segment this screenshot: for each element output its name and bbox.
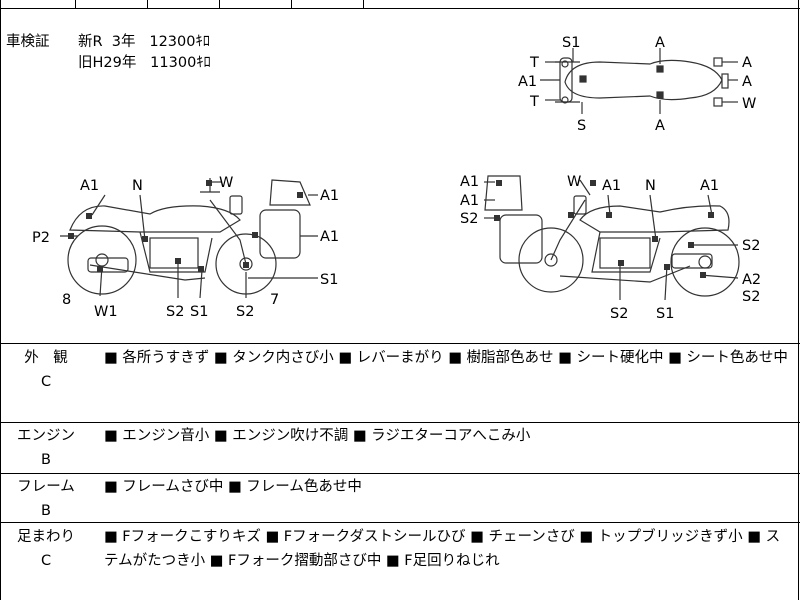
diagram-label: A1 [320,188,339,204]
diagram-label: S2 [742,289,760,305]
diagram-label: A1 [80,178,99,194]
diagram-label: A2 [742,272,761,288]
header-cell-divider [219,0,220,8]
diagram-label: P2 [32,230,50,246]
motorcycle-top-view [540,48,738,114]
diagram-label: S1 [562,35,580,51]
registration-old-mileage: 旧H29年 11300ｷﾛ [78,55,211,71]
diagram-label: A1 [460,193,479,209]
diagram-label: A1 [518,74,537,90]
section-grade: B [41,452,51,468]
registration-info: 車検証 新R 3年 12300ｷﾛ 旧H29年 11300ｷﾛ [6,32,211,137]
section-category: フレーム [17,479,75,495]
registration-label: 車検証 [6,34,50,50]
header-table-edge [0,0,800,9]
section-grade: C [40,553,52,569]
diagram-label: T [529,55,539,71]
section-items: ■ 各所うすきず ■ タンク内さび小 ■ レバーまがり ■ 樹脂部色あせ ■ シ… [104,350,788,366]
registration-new-mileage: 新R 3年 12300ｷﾛ [78,34,210,50]
diagram-label: S [577,118,586,134]
diagram-label: S2 [236,304,254,320]
motorcycle-right-view [484,175,740,301]
section-divider [0,522,800,523]
section-category: 足まわり [17,529,75,545]
diagram-label: N [132,178,143,194]
diagram-label: A [742,74,752,90]
section-items: ■ Fフォークこすりキズ ■ Fフォークダストシールひび ■ チェーンさび ■ … [104,529,781,569]
section-grade: B [41,503,51,519]
diagram-label: A [655,35,665,51]
diagram-label: S1 [656,306,674,322]
diagram-label: T [529,94,539,110]
diagram-label: S1 [190,304,208,320]
diagram-label: 8 [62,292,71,308]
diagram-label: S2 [460,211,478,227]
diagram-label: W [742,96,756,112]
diagram-label: 7 [270,292,279,308]
diagram-label: A1 [460,174,479,190]
section-items: ■ フレームさび中 ■ フレーム色あせ中 [104,479,362,495]
section-items: ■ エンジン音小 ■ エンジン吹け不調 ■ ラジエターコアへこみ小 [104,428,531,444]
section-category: 外 観 [24,350,68,366]
diagram-label: A1 [700,178,719,194]
diagram-label: N [645,178,656,194]
motorcycle-left-view [60,178,318,299]
diagram-label: W1 [94,304,118,320]
section-divider [0,473,800,474]
header-cell-divider [291,0,292,8]
diagram-label: A [742,55,752,71]
diagram-label: W [219,175,233,191]
section-divider [0,422,800,423]
section-divider [0,343,800,344]
header-cell-divider [75,0,76,8]
diagram-label: A1 [320,229,339,245]
section-category: エンジン [17,428,75,444]
diagram-label: A [655,118,665,134]
diagram-label: A1 [602,178,621,194]
header-cell-divider [363,0,364,8]
diagram-label: S1 [320,272,338,288]
diagram-label: S2 [166,304,184,320]
section-grade: C [40,374,52,390]
diagram-label: S2 [742,238,760,254]
diagram-label: S2 [610,306,628,322]
diagram-label: W [567,174,581,190]
header-cell-divider [147,0,148,8]
damage-diagram: S1 A T A1 T S A A A W A1 N W A1 P2 A1 S1… [32,35,761,322]
